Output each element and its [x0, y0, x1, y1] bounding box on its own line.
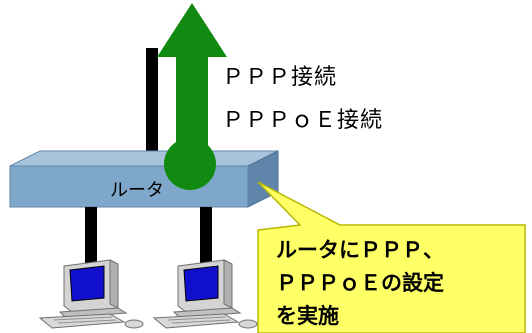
pc-line-right — [200, 207, 212, 269]
screen-right — [183, 265, 219, 302]
upstream-line — [146, 48, 158, 160]
callout-line-2: ＰＰＰｏＥの設定 — [276, 271, 444, 295]
callout-box — [257, 181, 526, 333]
pppoe-connection-label: ＰＰＰｏＥ接続 — [222, 108, 383, 133]
screen-left — [69, 265, 105, 302]
router-label: ルータ — [110, 180, 164, 201]
callout-line-1: ルータにＰＰＰ、 — [276, 238, 444, 262]
callout: ルータにＰＰＰ、 ＰＰＰｏＥの設定 を実施 — [257, 181, 526, 333]
computer-left — [38, 259, 144, 329]
callout-line-3: を実施 — [276, 304, 339, 328]
arrow-head — [157, 3, 227, 57]
ppp-connection-label: ＰＰＰ接続 — [222, 65, 337, 90]
pc-line-left — [85, 207, 97, 269]
connection-point — [164, 138, 216, 190]
computer-right — [152, 259, 258, 329]
